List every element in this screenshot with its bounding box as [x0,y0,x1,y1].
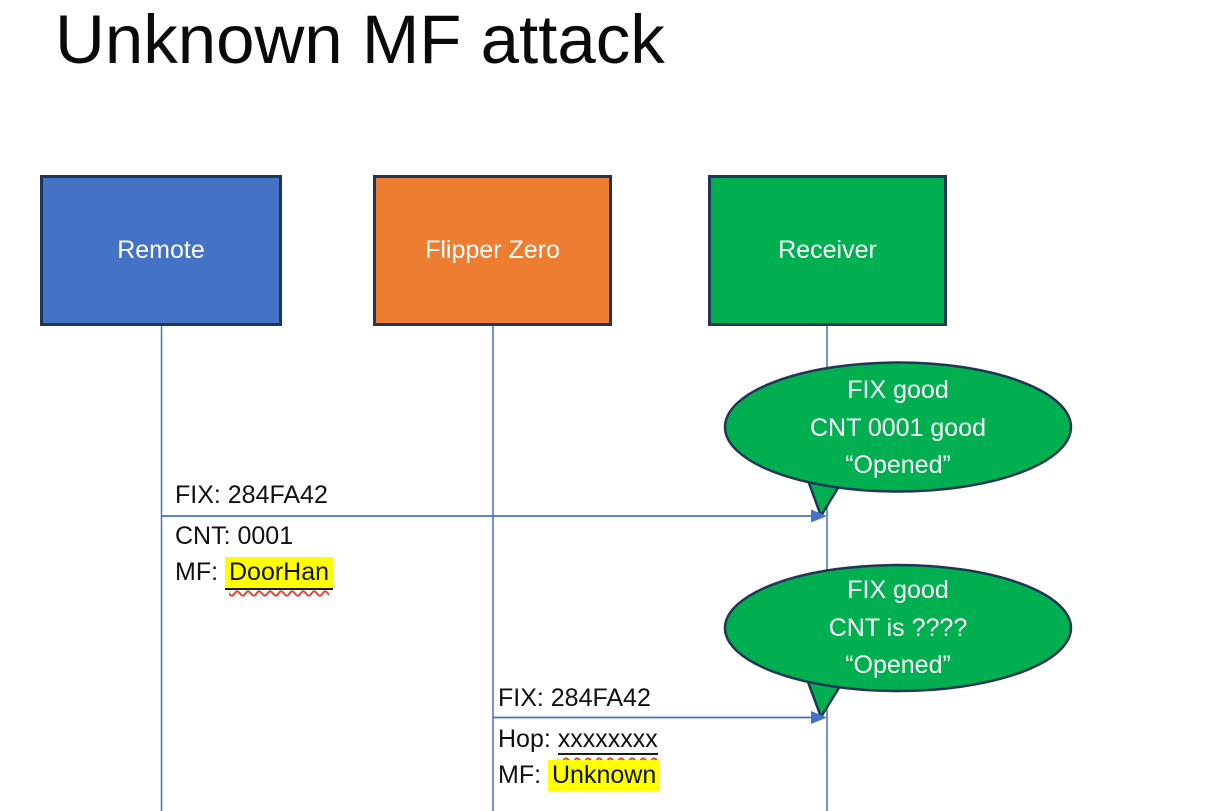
speech-bubble-1-shape [723,361,1073,518]
message-2-mf-value-highlighted: Unknown [548,760,661,791]
actor-label-flipper-zero: Flipper Zero [425,236,560,264]
actor-box-flipper-zero: Flipper Zero [373,175,612,326]
message-2-label-mf: MF: Unknown [498,760,661,791]
speech-bubble-1-text: FIX good CNT 0001 good “Opened” [725,372,1071,485]
message-arrow-1 [161,509,827,523]
speech-bubble-2-text: FIX good CNT is ???? “Opened” [725,572,1071,685]
actor-label-remote: Remote [117,236,205,264]
message-1-label-fix: FIX: 284FA42 [175,481,328,509]
message-2-label-hop: Hop: xxxxxxxx [498,724,658,755]
message-2-hop-prefix: Hop: [498,725,558,753]
message-arrow-2-head [811,711,827,724]
bubble-1-line-1: FIX good [847,376,949,404]
speech-bubble-2-oval [723,563,1073,693]
message-1-label-mf: MF: DoorHan [175,557,334,590]
message-1-mf-prefix: MF: [175,558,225,586]
slide-title: Unknown MF attack [55,1,665,78]
bubble-2-line-1: FIX good [847,576,949,604]
speech-bubble-1-oval [723,361,1073,493]
actor-box-remote: Remote [40,175,282,326]
message-2-label-fix: FIX: 284FA42 [498,684,651,712]
bubble-2-line-2: CNT is ???? [828,613,968,642]
bubble-1-line-2: CNT 0001 good [809,413,987,442]
message-1-label-cnt: CNT: 0001 [175,522,294,550]
bubble-2-line-3: “Opened” [845,651,951,679]
message-arrow-1-head [811,509,827,523]
bubble-1-line-3: “Opened” [845,451,951,479]
actor-label-receiver: Receiver [778,236,877,264]
actor-box-receiver: Receiver [708,175,947,326]
message-1-mf-value-highlighted: DoorHan [225,557,334,590]
speech-bubble-2-shape [723,563,1073,719]
message-2-mf-prefix: MF: [498,761,548,789]
message-arrow-2 [493,711,827,724]
message-2-hop-value-underlined: xxxxxxxx [557,725,658,755]
